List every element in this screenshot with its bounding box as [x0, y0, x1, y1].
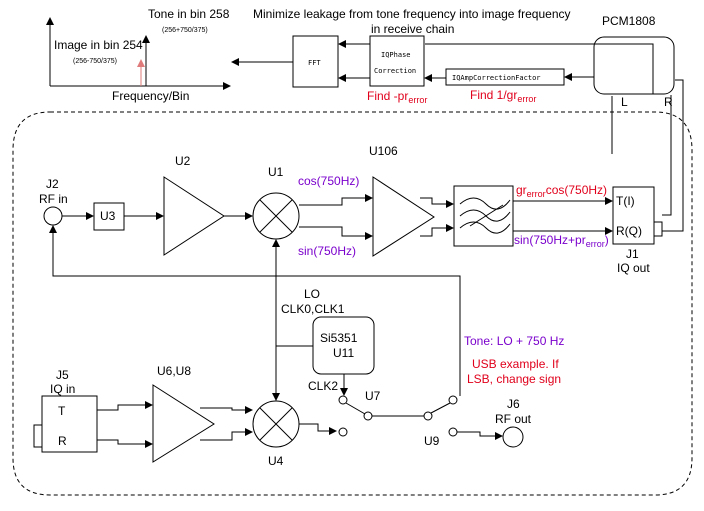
image-label: Image in bin 254 [54, 38, 143, 52]
iq-phase-label-2: Correction [374, 67, 416, 75]
sin-pr-label: sin(750Hz+prerror) [514, 233, 609, 249]
clk01-label: CLK0,CLK1 [281, 302, 345, 316]
board-outline [12, 111, 693, 496]
u7-pin-b [363, 411, 373, 421]
u3-label: U3 [100, 209, 116, 223]
image-formula: (256-750/375) [73, 58, 117, 65]
r-label: R [58, 434, 67, 448]
u6u8-label: U6,U8 [157, 364, 191, 378]
j5-sublabel: IQ in [50, 382, 75, 396]
ti-label: T(I) [616, 194, 635, 208]
rq-label: R(Q) [616, 224, 642, 238]
j6-label: J6 [507, 397, 520, 411]
j6-connector [502, 426, 524, 448]
sin-label: sin(750Hz) [298, 244, 356, 258]
iq-phase-block [369, 35, 425, 87]
fft-label: FFT [308, 59, 321, 67]
pcm1808-label: PCM1808 [602, 14, 656, 28]
tone-label: Tone in bin 258 [148, 7, 230, 21]
usb-note-1: USB example. If [472, 357, 559, 371]
u9-label: U9 [424, 434, 440, 448]
clk2-label: CLK2 [308, 379, 338, 393]
u1-label: U1 [268, 165, 284, 179]
axis-label: Frequency/Bin [112, 89, 189, 103]
usb-note-2: LSB, change sign [467, 372, 561, 386]
u9-pin-b [448, 395, 458, 405]
j1-connector [612, 186, 655, 245]
j1-sublabel: IQ out [617, 261, 650, 275]
j5-connector [41, 395, 98, 453]
j1-tab [653, 221, 663, 237]
find-pr-label: Find -prerror [367, 89, 427, 105]
spectrum-plot: Tone in bin 258 (256+750/375) Image in b… [46, 7, 231, 103]
cos-label: cos(750Hz) [298, 174, 359, 188]
u2-amplifier [163, 176, 225, 256]
j5-tab [33, 424, 43, 448]
u3-block [93, 202, 125, 231]
gr-cos-label: grerrorcos(750Hz) [516, 183, 607, 199]
u1-mixer [252, 192, 300, 240]
pcm1808-block [593, 36, 675, 95]
pcm-l-label: L [621, 95, 628, 109]
u7-label: U7 [365, 389, 381, 403]
header-line-1: Minimize leakage from tone frequency int… [253, 7, 571, 21]
j2-label: J2 [46, 177, 59, 191]
u106-amplifier [372, 176, 435, 257]
pcm-r-label: R [664, 95, 673, 109]
u6u8-amplifier [152, 384, 215, 463]
j6-sublabel: RF out [495, 412, 532, 426]
u106-label: U106 [369, 144, 398, 158]
j5-label: J5 [56, 368, 69, 382]
lo-label: LO [304, 287, 320, 301]
u9-pin-c [448, 427, 458, 437]
u4-mixer [252, 400, 300, 448]
iq-phase-label-1: IQPhase [381, 51, 411, 59]
find-gr-label: Find 1/grerror [470, 88, 536, 104]
u2-label: U2 [175, 154, 191, 168]
t-label: T [58, 404, 66, 418]
u9-pin-a [423, 411, 433, 421]
tx-node [338, 427, 348, 437]
iq-amp-label: IQAmpCorrectionFactor [452, 74, 541, 82]
filter-block [453, 185, 514, 247]
header-line-2: in receive chain [371, 22, 454, 36]
j1-label: J1 [626, 247, 639, 261]
u7-pin-a [338, 395, 348, 405]
j2-connector [43, 206, 63, 226]
si5351-label: Si5351 [320, 331, 358, 345]
u4-label: U4 [268, 454, 284, 468]
j2-sublabel: RF in [39, 192, 68, 206]
fft-block [292, 35, 339, 88]
tone-formula: (256+750/375) [162, 27, 208, 34]
tone-note: Tone: LO + 750 Hz [464, 334, 564, 348]
u11-label: U11 [333, 346, 354, 360]
